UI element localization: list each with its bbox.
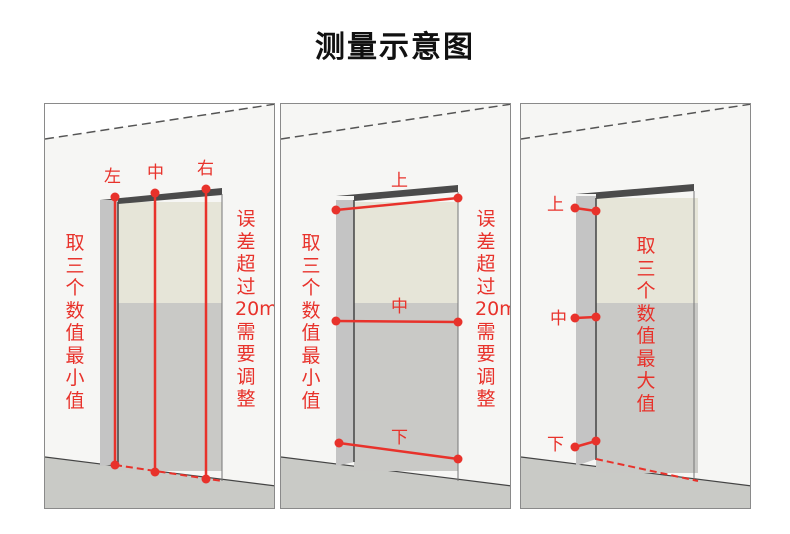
label-right: 右 (197, 159, 214, 179)
measure-point (591, 206, 601, 216)
opening-upper (354, 202, 458, 303)
label-middle: 中 (550, 309, 567, 329)
note-max-value: 取三个数值最大值 (636, 235, 656, 415)
label-top: 上 (391, 171, 408, 191)
note-error-tolerance: 误差超过20mm需要调整 (475, 208, 510, 410)
measure-point (591, 436, 601, 446)
note-min-value: 取三个数值最小值 (301, 232, 321, 412)
opening-lintel (100, 188, 222, 204)
label-left: 左 (104, 167, 121, 187)
opening-lower (354, 303, 458, 471)
label-middle: 中 (391, 297, 408, 317)
measure-point (570, 442, 580, 452)
ceiling-line (45, 104, 274, 140)
ceiling-line (521, 104, 750, 140)
measure-point (453, 193, 463, 203)
measure-point (201, 474, 211, 484)
measure-point (331, 316, 341, 326)
measure-point (591, 312, 601, 322)
floor (45, 457, 274, 508)
ceiling-line (281, 104, 510, 140)
measure-line-top (335, 196, 459, 212)
measure-line-middle (335, 319, 459, 324)
panel-height: 上 中 下 取三个数值最小值 误差超过20mm需要调整 (280, 103, 511, 509)
measure-point (334, 438, 344, 448)
floor-line (281, 456, 510, 487)
measure-point (570, 203, 580, 213)
opening-lower (596, 303, 698, 473)
opening-side (100, 200, 118, 466)
floor (521, 457, 750, 508)
page-title: 测量示意图 (315, 30, 475, 65)
panel-depth-drawing (521, 104, 750, 508)
opening-side (576, 196, 596, 466)
measure-point (331, 205, 341, 215)
measure-point (150, 467, 160, 477)
measure-point (110, 460, 120, 470)
measure-point (453, 454, 463, 464)
label-bottom: 下 (547, 435, 564, 455)
panel-width-drawing (45, 104, 274, 508)
note-error-tolerance: 误差超过20mm需要调整 (235, 208, 274, 410)
measure-line-bottom (338, 441, 459, 461)
floor (281, 457, 510, 508)
label-bottom: 下 (391, 428, 408, 448)
measure-point (150, 188, 160, 198)
measure-point (570, 313, 580, 323)
opening-upper (118, 202, 222, 303)
opening-lintel (336, 185, 458, 201)
floor-dashed-line (595, 458, 699, 482)
panel-width: 左 中 右 取三个数值最小值 误差超过20mm需要调整 (44, 103, 275, 509)
measure-point (110, 192, 120, 202)
note-min-value: 取三个数值最小值 (65, 232, 85, 412)
measure-point (201, 184, 211, 194)
label-top: 上 (547, 195, 564, 215)
opening-lintel (576, 184, 694, 199)
panel-height-drawing (281, 104, 510, 508)
measure-point (453, 317, 463, 327)
opening-upper (596, 198, 698, 303)
opening-side (336, 200, 354, 466)
panel-depth: 上 中 下 取三个数值最大值 (520, 103, 751, 509)
opening-lower (118, 303, 222, 471)
label-middle: 中 (147, 163, 164, 183)
